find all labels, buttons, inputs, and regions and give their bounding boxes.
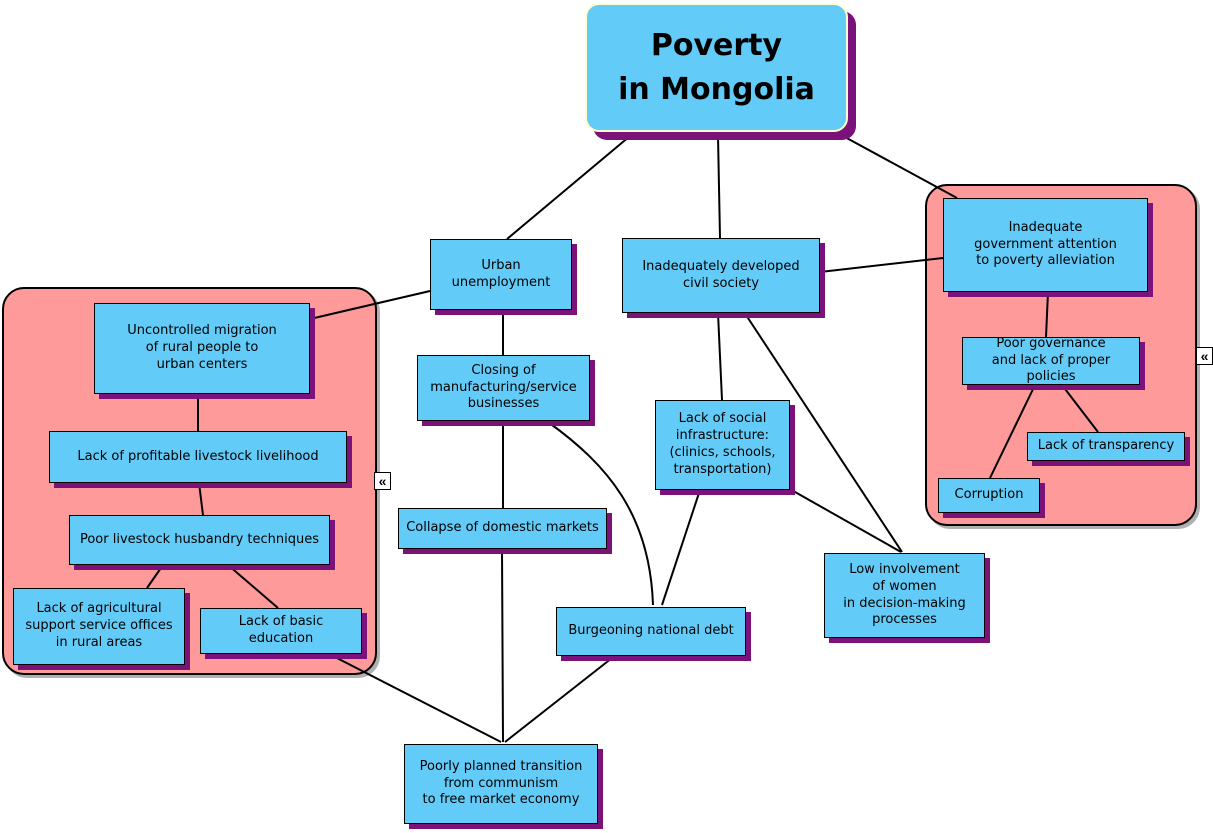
node-label: Collapse of domestic markets [406,520,599,536]
node-lack-of-transparency[interactable]: Lack of transparency [1027,432,1185,461]
node-lack-of-social-infrastructure[interactable]: Lack of social infrastructure: (clinics,… [655,400,790,490]
node-label: Lack of profitable livestock livelihood [77,448,319,464]
edge-title-civil [717,135,721,239]
node-label: Low involvement of women in decision-mak… [843,561,966,628]
title-label: Poverty in Mongolia [618,28,815,107]
edge-debt-transition [504,657,613,743]
node-inadequate-government-attention[interactable]: Inadequate government attention to pover… [943,198,1148,292]
node-label: Lack of social infrastructure: (clinics,… [669,411,776,477]
node-lack-of-basic-education[interactable]: Lack of basic education [200,608,362,654]
node-label: Urban unemployment [451,257,551,290]
edge-civil-women [745,314,903,553]
edge-husbandry-education [227,564,279,609]
node-burgeoning-national-debt[interactable]: Burgeoning national debt [556,607,746,656]
node-uncontrolled-migration[interactable]: Uncontrolled migration of rural people t… [94,303,310,394]
node-closing-of-manufacturing[interactable]: Closing of manufacturing/service busines… [417,355,590,421]
node-label: Closing of manufacturing/service busines… [430,362,577,412]
node-label: Corruption [954,487,1024,503]
node-inadequately-developed-civil-society[interactable]: Inadequately developed civil society [622,238,820,313]
node-poorly-planned-transition[interactable]: Poorly planned transition from communism… [404,744,598,824]
node-poor-livestock-husbandry-techniques[interactable]: Poor livestock husbandry techniques [69,515,330,565]
node-label: Poor governance and lack of proper polic… [991,335,1111,385]
edge-governance-corruption [989,384,1036,479]
collapse-group-icon-right[interactable]: « [1196,347,1213,365]
node-urban-unemployment[interactable]: Urban unemployment [430,239,572,310]
edge-title-urban [506,135,631,240]
edge-civil-infrastructure [717,312,723,401]
collapse-group-icon-left[interactable]: « [374,472,391,490]
node-low-involvement-of-women[interactable]: Low involvement of women in decision-mak… [824,553,985,638]
edge-husbandry-agriculture [146,564,164,589]
node-lack-of-agricultural-support[interactable]: Lack of agricultural support service off… [13,588,185,665]
node-label: Lack of agricultural support service off… [25,601,173,650]
edge-infrastructure-women [787,487,902,553]
node-lack-of-profitable-livestock-livelihood[interactable]: Lack of profitable livestock livelihood [49,431,347,483]
edge-livestock-husbandry [198,482,204,516]
edge-education-transition [332,655,502,743]
edge-civil-government [819,257,944,273]
node-label: Poorly planned transition from communism… [419,758,583,808]
edge-infrastructure-debt [661,489,701,606]
edge-collapse-transition [501,548,504,743]
edge-government-governance [1045,291,1049,338]
node-label: Poor livestock husbandry techniques [79,531,320,547]
node-label: Burgeoning national debt [568,623,734,639]
edge-title-government [842,135,958,199]
node-label: Lack of basic education [238,614,324,646]
node-label: Inadequately developed civil society [642,258,800,291]
node-label: Lack of transparency [1037,438,1175,454]
node-collapse-of-domestic-markets[interactable]: Collapse of domestic markets [398,508,607,549]
edge-urban-migration [309,290,431,320]
node-corruption[interactable]: Corruption [938,478,1040,513]
node-poor-governance[interactable]: Poor governance and lack of proper polic… [962,335,1140,385]
edge-closing-debt [547,421,654,606]
node-label: Uncontrolled migration of rural people t… [127,323,277,372]
edge-governance-transparency [1061,384,1099,433]
node-label: Inadequate government attention to pover… [974,219,1117,269]
node-poverty-in-mongolia[interactable]: Poverty in Mongolia [585,3,848,132]
